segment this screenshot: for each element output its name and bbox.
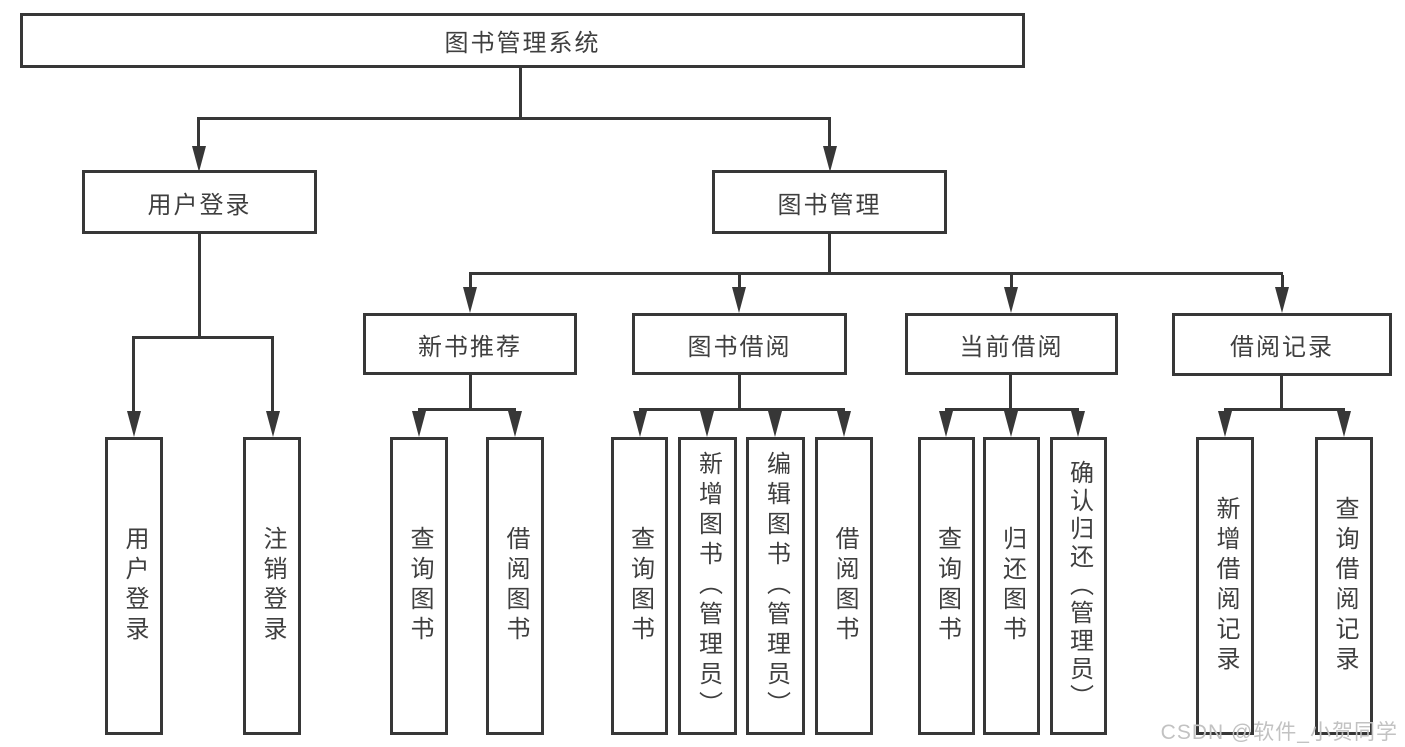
leaf-return-books: 归还图书 bbox=[983, 437, 1040, 735]
line-borrowing-records-bar bbox=[1224, 408, 1345, 411]
leaf-user-login: 用户登录 bbox=[105, 437, 163, 735]
node-book-borrowing: 图书借阅 bbox=[632, 313, 847, 375]
arrow-to-user-login bbox=[192, 146, 206, 172]
leaf-query-books-recommend-label: 查询图书 bbox=[406, 526, 433, 646]
node-current-borrowing-label: 当前借阅 bbox=[959, 333, 1064, 361]
csdn-watermark: CSDN @软件_小贺同学 bbox=[1160, 721, 1398, 744]
arrow-to-leaf-add-record bbox=[1218, 411, 1232, 437]
arrow-to-book-management bbox=[823, 146, 837, 172]
leaf-add-borrow-record: 新增借阅记录 bbox=[1196, 437, 1254, 735]
arrow-to-leaf-return-books bbox=[1004, 411, 1018, 437]
node-book-management: 图书管理 bbox=[712, 170, 947, 234]
leaf-borrow-books-recommend: 借阅图书 bbox=[486, 437, 544, 735]
line-new-book-recommend-bar bbox=[418, 408, 516, 411]
arrow-to-leaf-logout bbox=[266, 411, 280, 437]
leaf-confirm-return-admin: 确认归还（管理员） bbox=[1050, 437, 1107, 735]
leaf-return-books-label: 归还图书 bbox=[998, 526, 1026, 646]
arrow-to-leaf-add-books bbox=[700, 411, 714, 437]
node-user-login: 用户登录 bbox=[82, 170, 317, 234]
arrow-to-leaf-edit-books bbox=[768, 411, 782, 437]
node-root-label: 图书管理系统 bbox=[444, 30, 601, 57]
line-level1-bar bbox=[197, 117, 831, 120]
node-borrowing-records-label: 借阅记录 bbox=[1230, 334, 1334, 361]
arrow-to-borrowing-records bbox=[1275, 287, 1289, 313]
leaf-query-books-current-label: 查询图书 bbox=[933, 526, 961, 646]
leaf-edit-books-admin: 编辑图书（管理员） bbox=[746, 437, 805, 735]
arrow-to-leaf-confirm-return bbox=[1071, 411, 1085, 437]
leaf-query-books-current: 查询图书 bbox=[918, 437, 975, 735]
arrow-to-new-book-recommend bbox=[463, 287, 477, 313]
line-current-borrowing-stub bbox=[1009, 375, 1012, 408]
arrow-to-leaf-query-books-2 bbox=[633, 411, 647, 437]
leaf-add-books-admin-label: 新增图书（管理员） bbox=[694, 451, 722, 721]
node-new-book-recommend: 新书推荐 bbox=[363, 313, 577, 375]
arrow-to-leaf-query-books-3 bbox=[939, 411, 953, 437]
node-book-borrowing-label: 图书借阅 bbox=[687, 333, 792, 361]
leaf-logout: 注销登录 bbox=[243, 437, 301, 735]
line-drop-current-borrowing bbox=[1010, 275, 1013, 288]
leaf-query-books-borrowing: 查询图书 bbox=[611, 437, 668, 735]
line-drop-book-management bbox=[828, 120, 831, 147]
leaf-logout-label: 注销登录 bbox=[259, 526, 286, 646]
line-book-management-stub bbox=[828, 234, 831, 272]
leaf-add-borrow-record-label: 新增借阅记录 bbox=[1212, 496, 1239, 676]
line-book-borrowing-bar bbox=[639, 408, 845, 411]
leaf-query-books-recommend: 查询图书 bbox=[390, 437, 448, 735]
leaf-edit-books-admin-label: 编辑图书（管理员） bbox=[762, 451, 790, 721]
line-level2-bar bbox=[469, 272, 1283, 275]
arrow-to-leaf-login bbox=[127, 411, 141, 437]
leaf-add-books-admin: 新增图书（管理员） bbox=[678, 437, 737, 735]
arrow-to-leaf-query-books-1 bbox=[412, 411, 426, 437]
leaf-borrow-books: 借阅图书 bbox=[815, 437, 873, 735]
leaf-query-borrow-record-label: 查询借阅记录 bbox=[1331, 496, 1358, 676]
line-user-login-bar bbox=[132, 336, 274, 339]
node-user-login-label: 用户登录 bbox=[147, 191, 252, 219]
leaf-query-borrow-record: 查询借阅记录 bbox=[1315, 437, 1373, 735]
line-drop-user-login bbox=[197, 120, 200, 147]
arrow-to-leaf-borrow-books-2 bbox=[837, 411, 851, 437]
arrow-to-leaf-query-record bbox=[1337, 411, 1351, 437]
node-book-management-label: 图书管理 bbox=[777, 191, 882, 219]
leaf-borrow-books-recommend-label: 借阅图书 bbox=[502, 526, 529, 646]
arrow-to-book-borrowing bbox=[732, 287, 746, 313]
line-drop-book-borrowing bbox=[738, 275, 741, 288]
line-drop-leaf-login bbox=[132, 338, 135, 412]
arrow-to-leaf-borrow-books-1 bbox=[508, 411, 522, 437]
line-book-borrowing-stub bbox=[738, 375, 741, 408]
line-new-book-recommend-stub bbox=[469, 375, 472, 408]
node-current-borrowing: 当前借阅 bbox=[905, 313, 1118, 375]
leaf-confirm-return-admin-label: 确认归还（管理员） bbox=[1065, 460, 1093, 712]
line-drop-borrowing-records bbox=[1281, 275, 1284, 288]
line-drop-leaf-logout bbox=[271, 338, 274, 412]
node-new-book-recommend-label: 新书推荐 bbox=[418, 333, 522, 361]
leaf-query-books-borrowing-label: 查询图书 bbox=[626, 526, 654, 646]
line-current-borrowing-bar bbox=[945, 408, 1079, 411]
arrow-to-current-borrowing bbox=[1004, 287, 1018, 313]
node-borrowing-records: 借阅记录 bbox=[1172, 313, 1392, 376]
line-root-stub bbox=[519, 68, 522, 118]
node-root: 图书管理系统 bbox=[20, 13, 1025, 68]
line-drop-new-book-recommend bbox=[469, 275, 472, 288]
leaf-borrow-books-label: 借阅图书 bbox=[831, 526, 858, 646]
line-user-login-stub bbox=[198, 233, 201, 336]
leaf-user-login-label: 用户登录 bbox=[121, 526, 148, 646]
line-borrowing-records-stub bbox=[1280, 376, 1283, 408]
